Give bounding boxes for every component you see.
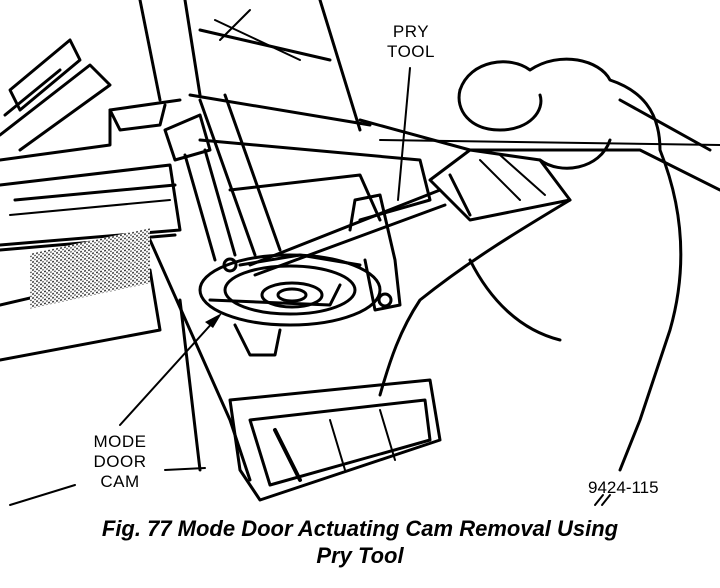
cam-leader	[119, 319, 216, 426]
cam-leader-arrowhead	[205, 313, 222, 328]
line-drawing	[0, 0, 720, 506]
figure-caption: Fig. 77 Mode Door Actuating Cam Removal …	[0, 515, 720, 569]
cam-label-line2: DOOR	[93, 452, 147, 471]
heater-housing	[0, 98, 432, 482]
cam-label-line1: MODE	[93, 432, 147, 451]
hand	[378, 57, 683, 472]
cam-leader-tick	[164, 467, 206, 471]
reference-code: 9424-115	[588, 478, 659, 497]
caption-line-1: Fig. 77 Mode Door Actuating Cam Removal …	[101, 516, 619, 541]
upper-left-vent	[0, 38, 112, 152]
mode-door-cam	[198, 253, 382, 357]
cam-mount-bracket	[348, 193, 402, 312]
ref-tick	[594, 494, 604, 506]
pry-tool	[248, 148, 572, 277]
cam-label-line3: CAM	[100, 472, 140, 491]
pry-tool-label: PRY TOOL	[378, 22, 444, 62]
pry-tool-label-line2: TOOL	[387, 42, 435, 61]
pry-tool-label-line1: PRY	[392, 22, 430, 41]
windshield-glass	[138, 0, 372, 132]
mode-door-cam-label: MODE DOOR CAM	[82, 432, 158, 492]
dash-panel	[358, 98, 720, 192]
pry-tool-leader	[397, 67, 411, 201]
lower-outlet-duct	[228, 378, 442, 502]
caption-line-2: Pry Tool	[316, 543, 404, 568]
floor-line	[9, 484, 76, 506]
actuator-linkage	[163, 93, 282, 273]
ref-tick-2	[601, 494, 611, 506]
